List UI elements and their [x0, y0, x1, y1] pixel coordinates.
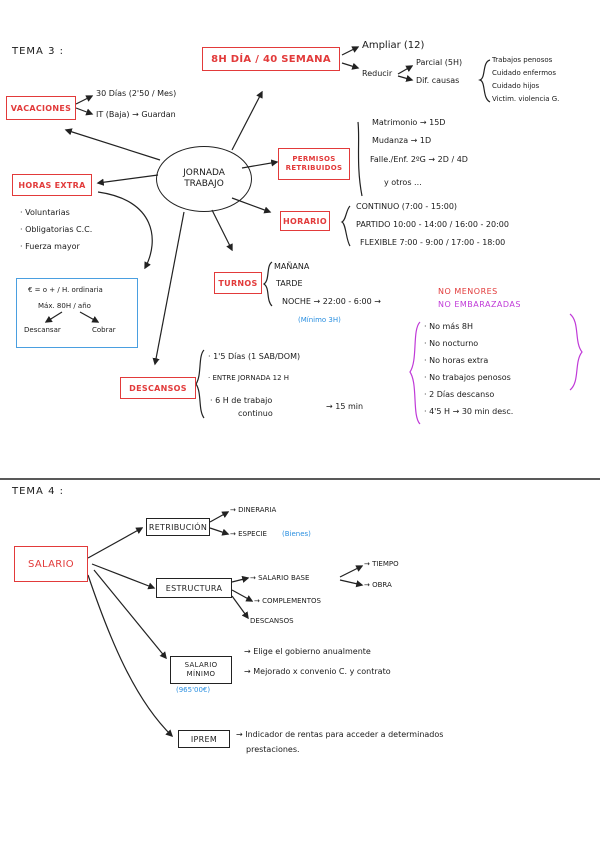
tema3-title: TEMA 3 : [12, 46, 64, 57]
noche-rule-5: · 2 Días descanso [424, 390, 495, 399]
blue-box-descansar: Descansar [24, 326, 61, 334]
noche-rule-1: · No más 8H [424, 322, 474, 331]
causa-1: Trabajos penosos [492, 56, 553, 64]
tiempo-text: → TIEMPO [364, 560, 399, 568]
horas-extra-item-2: · Obligatorias C.C. [20, 225, 93, 234]
salario-box: SALARIO [14, 546, 88, 582]
causa-4: Victim. violencia G. [492, 95, 560, 103]
horas-extra-box: HORAS EXTRA [12, 174, 92, 196]
blue-box-cobrar: Cobrar [92, 326, 116, 334]
smi-value: (965'00€) [176, 686, 211, 694]
causa-2: Cuidado enfermos [492, 69, 556, 77]
obra-text: → OBRA [364, 581, 392, 589]
horas-extra-item-3: · Fuerza mayor [20, 242, 80, 251]
horario-box: HORARIO [280, 211, 330, 231]
horas-extra-item-1: · Voluntarias [20, 208, 70, 217]
center-line1: JORNADA [183, 168, 225, 178]
blue-box-line2: Máx. 80H / año [38, 302, 91, 310]
retribucion-box: RETRIBUCIÓN [146, 518, 210, 536]
permisos-box: PERMISOS RETRIBUIDOS [278, 148, 350, 180]
estructura-box: ESTRUCTURA [156, 578, 232, 598]
descanso-item-2: · ENTRE JORNADA 12 H [208, 374, 290, 382]
no-embarazadas-text: NO EMBARAZADAS [438, 300, 521, 309]
minimo-3h-text: (Mínimo 3H) [298, 316, 341, 324]
horario-item-3: FLEXIBLE 7:00 - 9:00 / 17:00 - 18:00 [360, 238, 506, 247]
permiso-item-3: Falle./Enf. 2ºG → 2D / 4D [370, 155, 468, 164]
descansos-t4-text: DESCANSOS [250, 617, 294, 625]
minimo-line2: MÍNIMO [186, 670, 216, 678]
descanso-item-5: → 15 min [326, 402, 364, 411]
ampliar-text: Ampliar (12) [362, 40, 425, 51]
vacaciones-item-2: IT (Baja) → Guardan [96, 110, 176, 119]
reducir-text: Reducir [362, 69, 393, 78]
vacaciones-box: VACACIONES [6, 96, 76, 120]
arrow-to-8h [231, 90, 263, 151]
minimo-item-2: → Mejorado x convenio C. y contrato [244, 667, 391, 676]
turno-item-2: TARDE [276, 279, 303, 288]
noche-rule-2: · No nocturno [424, 339, 479, 348]
dineraria-text: → DINERARIA [230, 506, 277, 514]
horas-extra-info-box [16, 278, 138, 348]
iprem-text-2: prestaciones. [246, 745, 300, 754]
center-node-jornada: JORNADA TRABAJO [156, 146, 252, 212]
horario-item-2: PARTIDO 10:00 - 14:00 / 16:00 - 20:00 [356, 220, 509, 229]
parcial-text: Parcial (5H) [416, 58, 463, 67]
especie-text: → ESPECIE [230, 530, 267, 538]
turno-item-3: NOCHE → 22:00 - 6:00 → [282, 297, 381, 306]
arrow-horas-extra-to-box [97, 191, 153, 270]
noche-rule-6: · 4'5 H → 30 min desc. [424, 407, 514, 416]
tema4-title: TEMA 4 : [12, 486, 64, 497]
descanso-item-3: · 6 H de trabajo [210, 396, 273, 405]
permiso-item-4: y otros ... [384, 178, 422, 187]
iprem-box: IPREM [178, 730, 230, 748]
minimo-line1: SALARIO [184, 661, 218, 669]
permisos-line2: RETRIBUIDOS [285, 164, 343, 172]
noche-rule-3: · No horas extra [424, 356, 489, 365]
arrow-to-minimo [93, 569, 167, 660]
bienes-text: (Bienes) [282, 530, 311, 538]
arrow-to-retribucion [87, 527, 144, 559]
blue-box-line1: € = o + / H. ordinaria [28, 286, 103, 294]
descansos-box: DESCANSOS [120, 377, 196, 399]
arrow-to-turnos [211, 209, 233, 252]
turnos-box: TURNOS [214, 272, 262, 294]
turno-item-1: MAÑANA [274, 262, 310, 271]
descanso-item-4: continuo [238, 409, 273, 418]
complementos-text: → COMPLEMENTOS [254, 597, 321, 605]
minimo-item-1: → Elige el gobierno anualmente [244, 647, 371, 656]
permiso-item-2: Mudanza → 1D [372, 136, 432, 145]
center-line2: TRABAJO [184, 179, 224, 189]
arrow-to-descansos [152, 211, 185, 366]
arrow-to-iprem [87, 574, 174, 738]
salario-base-text: → SALARIO BASE [250, 574, 310, 582]
descanso-item-1: · 1'5 Días (1 SAB/DOM) [208, 352, 301, 361]
iprem-text-1: → Indicador de rentas para acceder a det… [236, 730, 444, 739]
arrow-to-horas-extra [96, 174, 159, 186]
causa-3: Cuidado hijos [492, 82, 540, 90]
no-menores-text: NO MENORES [438, 287, 498, 296]
dif-causas-text: Dif. causas [416, 76, 460, 85]
main-box-8h: 8H DÍA / 40 SEMANA [202, 47, 340, 71]
vacaciones-item-1: 30 Días (2'50 / Mes) [96, 89, 177, 98]
permisos-line1: PERMISOS [292, 155, 336, 163]
horario-item-1: CONTINUO (7:00 - 15:00) [356, 202, 458, 211]
permiso-item-1: Matrimonio → 15D [372, 118, 446, 127]
salario-minimo-box: SALARIO MÍNIMO [170, 656, 232, 684]
arrow-to-estructura [91, 563, 156, 590]
arrow-to-vacaciones [64, 128, 161, 161]
noche-rule-4: · No trabajos penosos [424, 373, 511, 382]
